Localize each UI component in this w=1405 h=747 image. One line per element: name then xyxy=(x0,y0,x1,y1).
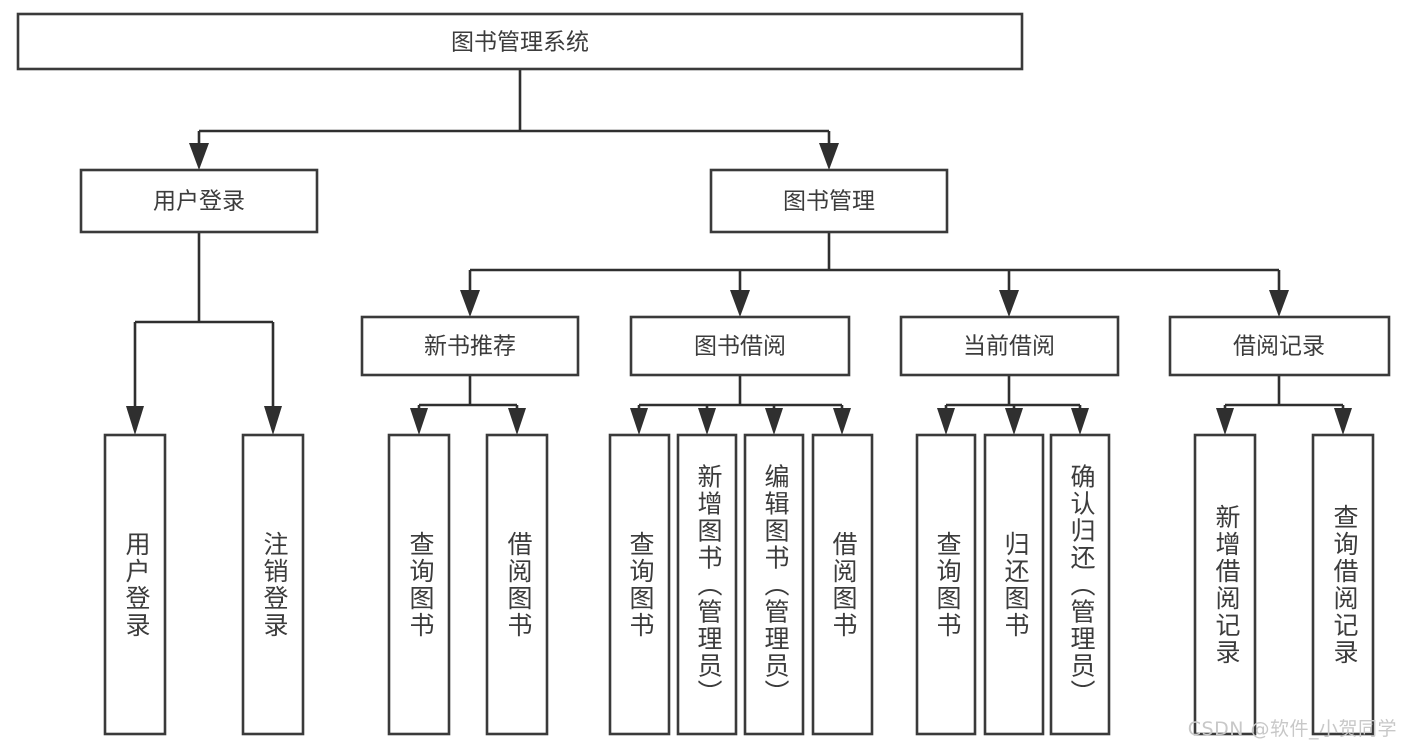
watermark-text: CSDN @软件_小贺同学 xyxy=(1187,718,1397,740)
arrowhead-leaf-borrow-book-2 xyxy=(833,408,851,435)
connector-layer xyxy=(126,69,1352,435)
node-root-box[interactable] xyxy=(16,12,1024,71)
node-leaf-query-book-current[interactable]: 查询图书 xyxy=(915,433,977,736)
node-book-management-box[interactable] xyxy=(709,168,949,234)
node-leaf-add-book[interactable]: 新增图书（管理员） xyxy=(676,433,738,736)
node-book-borrow-box[interactable] xyxy=(629,315,851,377)
node-current-borrow[interactable]: 当前借阅 xyxy=(899,315,1120,377)
node-new-book-recommend-box[interactable] xyxy=(360,315,580,377)
node-leaf-user-login-label: 用户登录 xyxy=(122,531,151,639)
node-leaf-borrow-book-label: 借阅图书 xyxy=(829,531,858,639)
node-leaf-query-borrow-record-label: 查询借阅记录 xyxy=(1330,504,1359,666)
node-leaf-edit-book-label: 编辑图书（管理员） xyxy=(761,464,790,707)
node-leaf-query-book-rec[interactable]: 查询图书 xyxy=(387,433,451,736)
node-user-login-box[interactable] xyxy=(79,168,319,234)
node-new-book-recommend[interactable]: 新书推荐 xyxy=(360,315,580,377)
node-current-borrow-box[interactable] xyxy=(899,315,1120,377)
node-leaf-add-borrow-record-label: 新增借阅记录 xyxy=(1212,504,1241,666)
node-leaf-logout-label: 注销登录 xyxy=(260,531,289,639)
node-root[interactable]: 图书管理系统 xyxy=(16,12,1024,71)
node-leaf-query-book-rec-box[interactable] xyxy=(387,433,451,736)
node-leaf-query-book-borrow-label: 查询图书 xyxy=(626,531,655,639)
node-leaf-return-book[interactable]: 归还图书 xyxy=(983,433,1045,736)
node-root-label: 图书管理系统 xyxy=(451,30,589,56)
node-leaf-query-book-borrow[interactable]: 查询图书 xyxy=(608,433,671,736)
node-book-management-label: 图书管理 xyxy=(783,189,875,215)
arrowhead-leaf-query-book-3 xyxy=(937,408,955,435)
node-leaf-add-book-label: 新增图书（管理员） xyxy=(694,464,723,707)
node-leaf-query-borrow-record[interactable]: 查询借阅记录 xyxy=(1311,433,1375,736)
node-leaf-edit-book-box[interactable] xyxy=(743,433,805,736)
node-leaf-query-book-current-label: 查询图书 xyxy=(933,531,962,639)
arrowhead-new-book-rec xyxy=(460,290,480,317)
arrowhead-leaf-query-record xyxy=(1334,408,1352,435)
arrowhead-leaf-return-book xyxy=(1005,408,1023,435)
arrowhead-borrow-record xyxy=(1269,290,1289,317)
arrowhead-leaf-edit-book xyxy=(765,408,783,435)
node-leaf-borrow-book-rec-box[interactable] xyxy=(485,433,549,736)
arrowhead-leaf-user-login xyxy=(126,406,144,435)
node-user-login-label: 用户登录 xyxy=(153,189,245,215)
node-book-management[interactable]: 图书管理 xyxy=(709,168,949,234)
node-leaf-confirm-return[interactable]: 确认归还（管理员） xyxy=(1049,433,1111,736)
node-book-borrow[interactable]: 图书借阅 xyxy=(629,315,851,377)
arrowhead-leaf-confirm-return xyxy=(1071,408,1089,435)
node-leaf-logout-box[interactable] xyxy=(241,433,305,736)
arrowhead-leaf-logout xyxy=(264,406,282,435)
node-leaf-borrow-book-rec-label: 借阅图书 xyxy=(504,531,533,639)
node-leaf-add-borrow-record-box[interactable] xyxy=(1193,433,1257,736)
node-leaf-query-book-rec-label: 查询图书 xyxy=(406,531,435,639)
node-borrow-record-label: 借阅记录 xyxy=(1233,334,1325,360)
arrowhead-leaf-add-book xyxy=(698,408,716,435)
node-leaf-logout[interactable]: 注销登录 xyxy=(241,433,305,736)
arrowhead-leaf-add-record xyxy=(1216,408,1234,435)
node-leaf-edit-book[interactable]: 编辑图书（管理员） xyxy=(743,433,805,736)
node-leaf-confirm-return-label: 确认归还（管理员） xyxy=(1067,464,1096,707)
node-leaf-add-book-box[interactable] xyxy=(676,433,738,736)
node-leaf-user-login-box[interactable] xyxy=(103,433,167,736)
arrowhead-book-borrow xyxy=(730,290,750,317)
node-new-book-recommend-label: 新书推荐 xyxy=(424,334,516,360)
node-current-borrow-label: 当前借阅 xyxy=(963,334,1055,360)
arrowhead-current-borrow xyxy=(999,290,1019,317)
node-leaf-query-book-borrow-box[interactable] xyxy=(608,433,671,736)
node-user-login[interactable]: 用户登录 xyxy=(79,168,319,234)
node-borrow-record[interactable]: 借阅记录 xyxy=(1168,315,1391,377)
arrowhead-user-login xyxy=(189,143,209,170)
node-borrow-record-box[interactable] xyxy=(1168,315,1391,377)
node-leaf-borrow-book-box[interactable] xyxy=(811,433,874,736)
arrowhead-leaf-query-book-2 xyxy=(630,408,648,435)
arrowhead-leaf-query-book-1 xyxy=(410,408,428,435)
arrowhead-book-mgmt xyxy=(819,143,839,170)
node-leaf-query-borrow-record-box[interactable] xyxy=(1311,433,1375,736)
node-leaf-return-book-label: 归还图书 xyxy=(1001,531,1030,639)
node-leaf-query-book-current-box[interactable] xyxy=(915,433,977,736)
node-leaf-borrow-book[interactable]: 借阅图书 xyxy=(811,433,874,736)
arrowhead-leaf-borrow-book-1 xyxy=(508,408,526,435)
node-leaf-confirm-return-box[interactable] xyxy=(1049,433,1111,736)
node-leaf-borrow-book-rec[interactable]: 借阅图书 xyxy=(485,433,549,736)
node-leaf-return-book-box[interactable] xyxy=(983,433,1045,736)
node-leaf-add-borrow-record[interactable]: 新增借阅记录 xyxy=(1193,433,1257,736)
node-book-borrow-label: 图书借阅 xyxy=(694,334,786,360)
node-leaf-user-login[interactable]: 用户登录 xyxy=(103,433,167,736)
